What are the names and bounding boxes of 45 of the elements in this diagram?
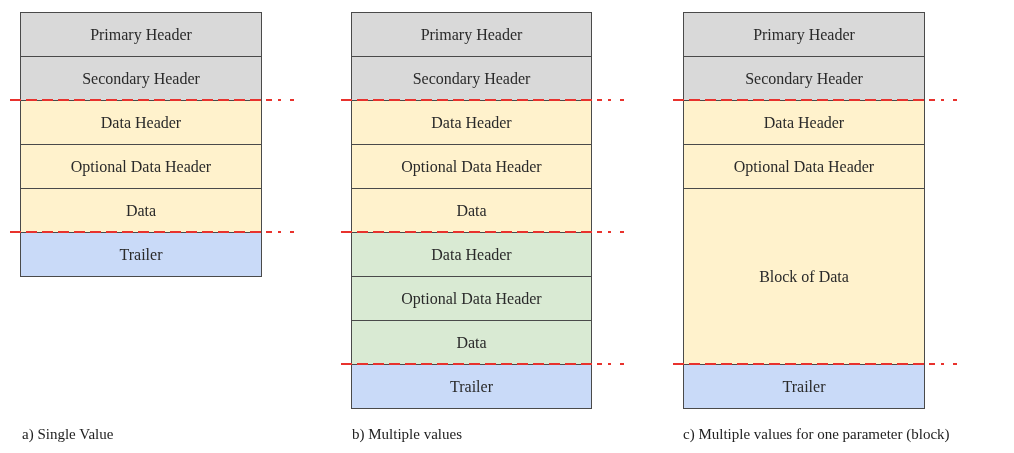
packet-field <box>20 188 262 233</box>
field-label: Secondary Header <box>82 69 200 88</box>
field-label: Data Header <box>763 113 845 132</box>
packet-field <box>20 144 262 189</box>
packet-field <box>683 144 925 189</box>
field-label: Primary Header <box>420 25 523 44</box>
field-label: Data Header <box>431 245 512 264</box>
field-label: Trailer <box>119 245 163 264</box>
packet-field <box>351 320 592 365</box>
field-label: Block of Data <box>759 267 849 286</box>
packet-field <box>351 144 592 189</box>
field-label: Secondary Header <box>745 69 863 88</box>
field-label: Data Header <box>100 113 182 132</box>
field-label: Optional Data Header <box>401 289 542 308</box>
packet-field <box>351 232 592 277</box>
packet-field <box>683 188 925 365</box>
packet-field <box>351 100 592 145</box>
packet-field <box>20 100 262 145</box>
packet-field <box>20 56 262 101</box>
packet-field <box>351 364 592 409</box>
field-label: Data <box>125 201 157 220</box>
packet-field <box>351 276 592 321</box>
field-label: Optional Data Header <box>733 157 875 176</box>
packet-field <box>351 12 592 57</box>
field-label: Primary Header <box>90 25 192 44</box>
packet-field <box>351 56 592 101</box>
field-label: Data Header <box>431 113 512 132</box>
packet-field <box>351 188 592 233</box>
field-label: Data <box>456 333 487 352</box>
field-label: Trailer <box>782 377 826 396</box>
field-label: Primary Header <box>753 25 855 44</box>
packet-field <box>20 232 262 277</box>
field-label: Optional Data Header <box>401 157 542 176</box>
packet-field <box>683 100 925 145</box>
field-label: Secondary Header <box>412 69 531 88</box>
field-label: Trailer <box>450 377 493 396</box>
packet-field <box>683 56 925 101</box>
caption: b) Multiple values <box>352 426 462 443</box>
caption: c) Multiple values for one parameter (block) <box>683 426 950 443</box>
caption: a) Single Value <box>22 426 114 443</box>
field-label: Data <box>456 201 487 220</box>
packet-field <box>683 12 925 57</box>
packet-field <box>20 12 262 57</box>
field-label: Optional Data Header <box>70 157 212 176</box>
packet-field <box>683 364 925 409</box>
